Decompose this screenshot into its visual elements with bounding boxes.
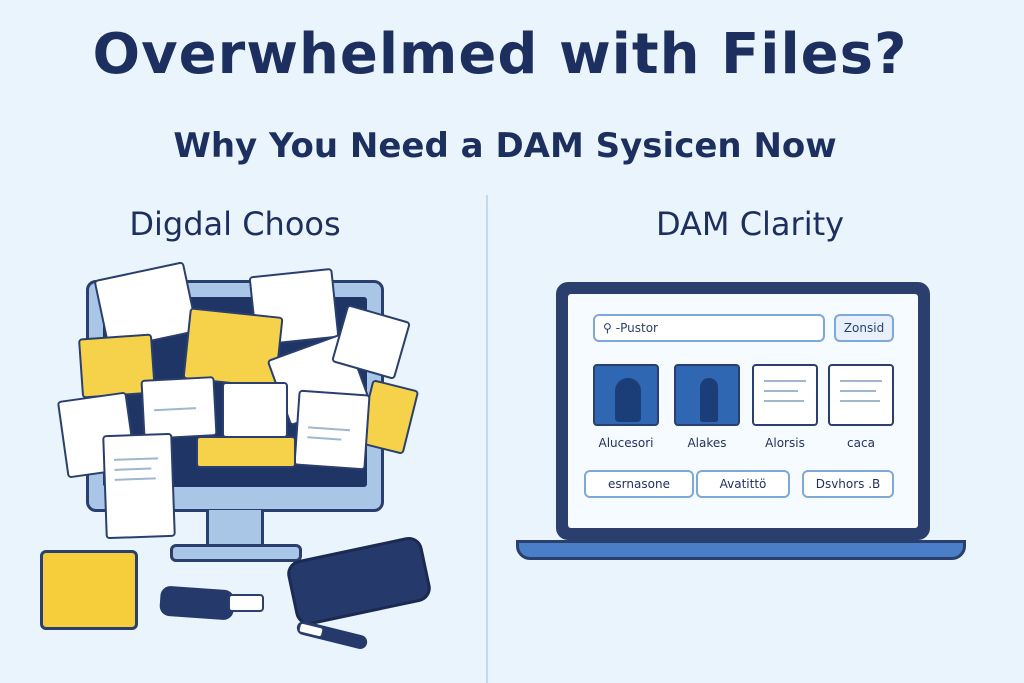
search-button[interactable]: Zonsid bbox=[834, 314, 894, 342]
asset-tile-label: caca bbox=[847, 436, 875, 450]
document-icon bbox=[140, 376, 218, 440]
monitor-base bbox=[170, 544, 302, 562]
filter-button[interactable]: esrnasone bbox=[584, 470, 694, 498]
usb-drive-icon bbox=[159, 585, 235, 621]
folder-icon bbox=[196, 436, 296, 468]
document-icon bbox=[293, 389, 371, 471]
asset-tile-document[interactable] bbox=[828, 364, 894, 426]
asset-tile-image[interactable] bbox=[674, 364, 740, 426]
folder-icon bbox=[40, 550, 138, 630]
document-icon bbox=[222, 382, 288, 438]
document-icon bbox=[102, 432, 176, 540]
filter-button[interactable]: Dsvhors .B bbox=[802, 470, 894, 498]
asset-tile-label: Alucesori bbox=[598, 436, 654, 450]
external-hard-drive-icon bbox=[284, 534, 434, 628]
search-icon: ⚲ bbox=[603, 321, 612, 335]
asset-tile-label: Alorsis bbox=[765, 436, 805, 450]
person-image-icon bbox=[615, 378, 641, 422]
clarity-panel-title: DAM Clarity bbox=[655, 205, 845, 243]
usb-connector bbox=[228, 594, 264, 612]
laptop-base bbox=[516, 540, 966, 560]
person-image-icon bbox=[700, 378, 718, 422]
filter-button[interactable]: Avatittö bbox=[696, 470, 790, 498]
asset-tile-image[interactable] bbox=[593, 364, 659, 426]
chaos-panel-title: Digdal Choos bbox=[129, 205, 341, 243]
panel-divider bbox=[486, 195, 488, 683]
usb-stick-connector bbox=[296, 621, 326, 639]
page-title: Overwhelmed with Files? bbox=[92, 22, 908, 87]
page-subtitle: Why You Need a DAM Sysicen Now bbox=[173, 126, 837, 166]
asset-tile-document[interactable] bbox=[752, 364, 818, 426]
asset-tile-label: Alakes bbox=[687, 436, 727, 450]
search-input[interactable]: ⚲ -Pustor bbox=[593, 314, 825, 342]
search-input-value: -Pustor bbox=[615, 321, 658, 335]
monitor-neck bbox=[206, 510, 264, 546]
